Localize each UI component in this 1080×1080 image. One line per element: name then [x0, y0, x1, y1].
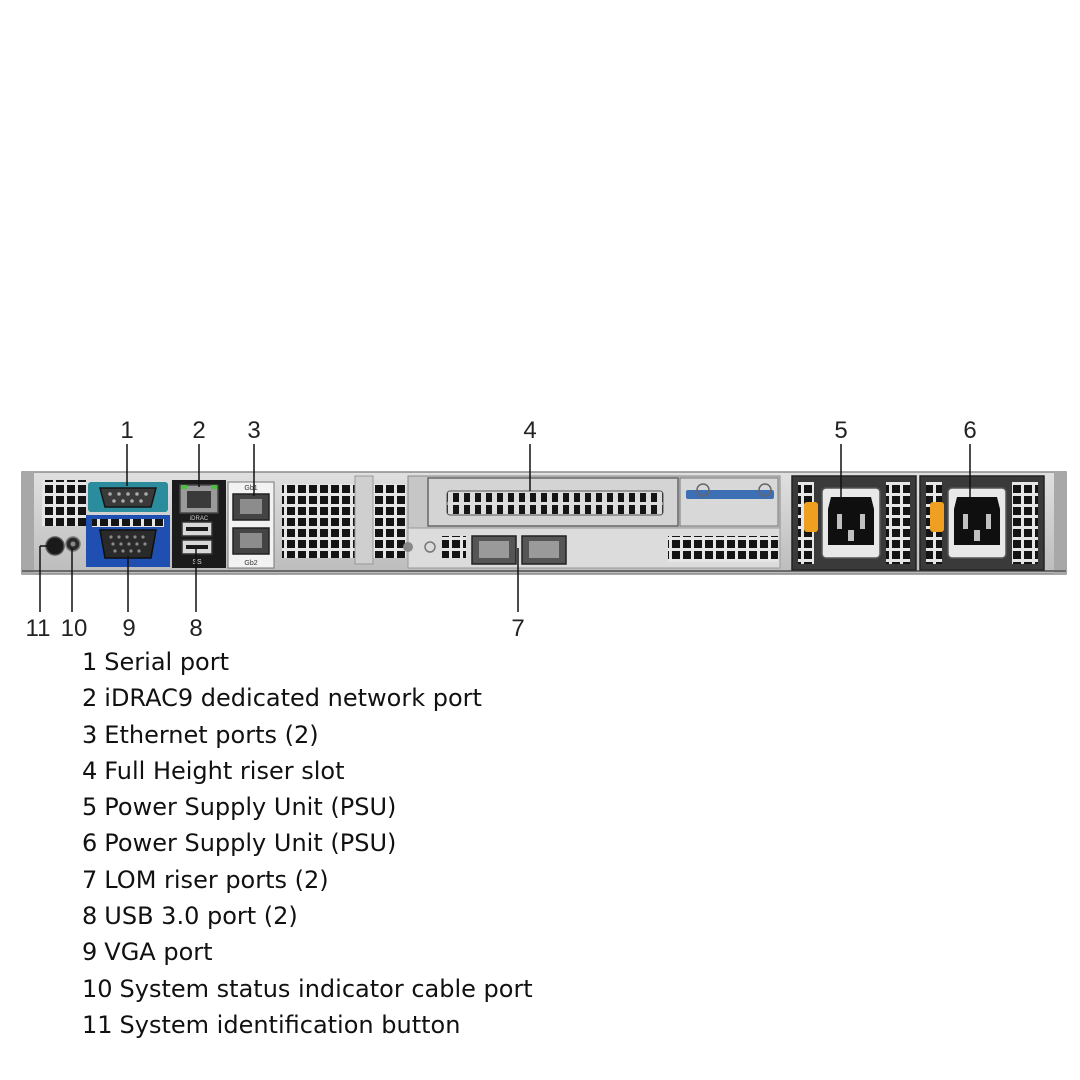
chassis-right-ear [1054, 472, 1066, 574]
idrac-port-label: iDRAC [190, 516, 209, 522]
left-vent [42, 480, 86, 526]
gb2-label: Gb2 [244, 560, 257, 567]
callout-number-9: 9 [122, 615, 135, 642]
legend-number: 2 [82, 684, 98, 713]
legend-number: 10 [82, 974, 113, 1003]
riser-slot-vent [446, 490, 664, 516]
callout-number-6: 6 [963, 417, 976, 444]
legend-label: Ethernet ports (2) [104, 720, 319, 749]
legend-number: 5 [82, 793, 98, 822]
gb1-label: Gb1 [244, 485, 257, 492]
leader-lines [39, 444, 971, 612]
legend-label: iDRAC9 dedicated network port [104, 684, 482, 713]
legend-number: 9 [82, 938, 98, 967]
legend-label: VGA port [104, 938, 213, 967]
right-vent [668, 536, 778, 562]
psu-2-handle[interactable] [930, 502, 944, 532]
server-rear-diagram: iDRAC SS Gb1 Gb2 [21, 417, 1067, 642]
center-vent [282, 484, 406, 558]
legend-number: 7 [82, 865, 98, 894]
legend-number: 4 [82, 756, 98, 785]
serial-port [99, 487, 157, 508]
callout-number-1: 1 [120, 417, 133, 444]
legend-number: 3 [82, 720, 98, 749]
callout-number-2: 2 [192, 417, 205, 444]
psu-1-handle[interactable] [804, 502, 818, 532]
center-divider [354, 475, 374, 565]
idrac-led-left [181, 485, 187, 489]
legend-label: Power Supply Unit (PSU) [104, 793, 397, 822]
callout-number-8: 8 [189, 615, 202, 642]
legend-label: Serial port [104, 648, 230, 676]
legend-label: Power Supply Unit (PSU) [104, 829, 397, 858]
idrac-led-right [211, 485, 217, 489]
legend-label: Full Height riser slot [104, 756, 345, 785]
callout-number-10: 10 [61, 615, 88, 642]
callout-number-11: 11 [26, 615, 51, 642]
callout-number-5: 5 [834, 417, 847, 444]
legend-label: USB 3.0 port (2) [104, 902, 298, 931]
legend-number: 11 [82, 1010, 113, 1039]
callout-number-4: 4 [523, 417, 536, 444]
legend-label: System identification button [119, 1010, 461, 1039]
callout-number-3: 3 [247, 417, 260, 444]
usb-ss-label: SS [192, 559, 202, 566]
legend-number: 1 [82, 648, 98, 676]
chassis-left-ear [22, 472, 34, 574]
legend-label: LOM riser ports (2) [104, 865, 329, 894]
legend-label: System status indicator cable port [119, 974, 533, 1003]
callout-number-7: 7 [511, 615, 524, 642]
legend-number: 6 [82, 829, 98, 858]
riser-cover [679, 477, 779, 527]
system-identification-button[interactable] [45, 536, 65, 556]
legend-number: 8 [82, 902, 98, 931]
